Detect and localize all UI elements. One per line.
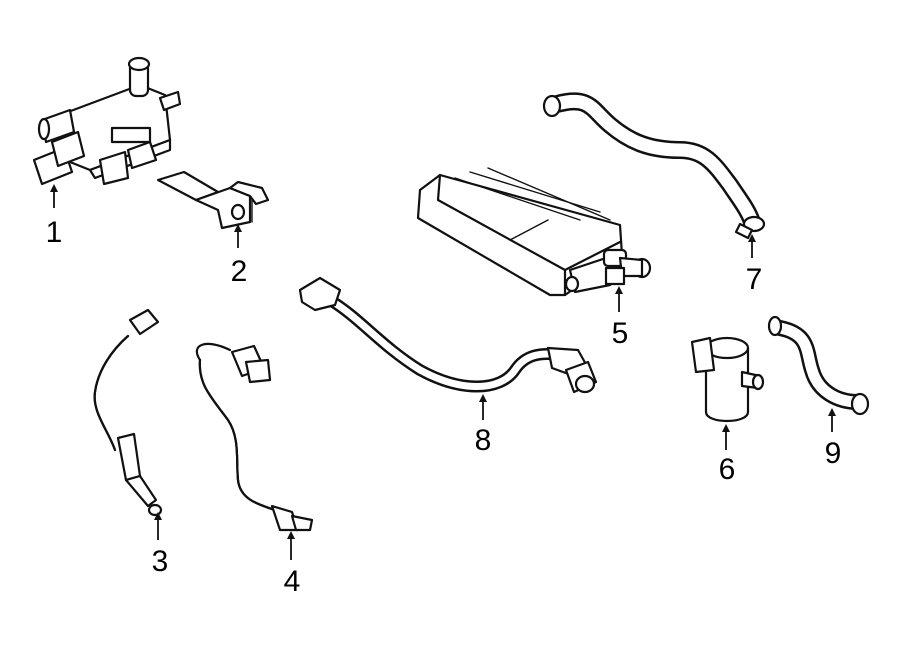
- callout-label-6: 6: [719, 453, 736, 486]
- callout-label-4: 4: [284, 565, 301, 598]
- callout-label-8: 8: [475, 424, 492, 457]
- vapor-canister-icon: [416, 167, 652, 297]
- callout-label-1: 1: [46, 216, 63, 249]
- canister-filter-icon: [690, 336, 765, 422]
- bracket-icon: [156, 170, 270, 230]
- callout-label-7: 7: [746, 263, 763, 296]
- callout-label-5: 5: [612, 317, 629, 350]
- vapor-hose-icon: [298, 276, 598, 394]
- purge-valve-icon: [32, 56, 182, 186]
- vent-hose-icon: [542, 92, 766, 240]
- callout-leaders: [50, 184, 836, 560]
- callout-label-9: 9: [825, 437, 842, 470]
- callout-label-3: 3: [152, 545, 169, 578]
- oxygen-sensor-icon: [195, 342, 314, 532]
- callout-label-2: 2: [231, 255, 248, 288]
- hose-icon: [767, 315, 870, 416]
- oxygen-sensor-icon: [93, 308, 163, 517]
